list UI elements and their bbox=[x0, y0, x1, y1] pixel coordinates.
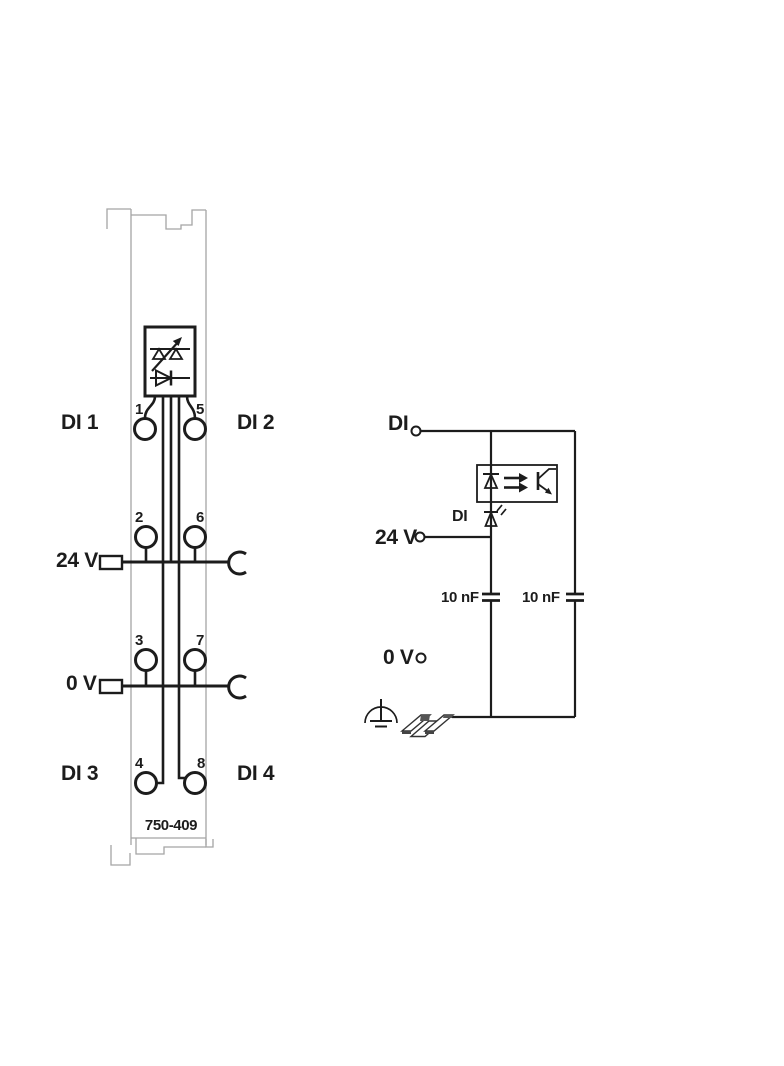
female-jumper-contact-icon bbox=[227, 674, 247, 700]
male-jumper-contact-icon bbox=[98, 554, 124, 571]
terminal-number-5: 5 bbox=[195, 401, 205, 418]
supply-label-24v: 24 V bbox=[56, 549, 98, 572]
schematic-ground-label: 0 V bbox=[383, 646, 414, 669]
terminal-contact-4 bbox=[134, 771, 158, 795]
terminal-number-6: 6 bbox=[195, 509, 205, 526]
power-rail-0v bbox=[98, 671, 247, 700]
terminal-contact-2 bbox=[134, 525, 158, 549]
terminal-contact-3 bbox=[134, 648, 158, 672]
capacitor-right-value: 10 nF bbox=[522, 589, 560, 606]
schematic-wiring bbox=[410, 425, 577, 719]
supply-terminal-circle bbox=[414, 531, 426, 543]
terminal-contacts bbox=[133, 417, 207, 795]
terminal-number-3: 3 bbox=[134, 632, 144, 649]
terminal-number-2: 2 bbox=[134, 509, 144, 526]
ground-terminal-circle bbox=[415, 652, 427, 664]
din-rail-icon bbox=[400, 714, 455, 738]
female-jumper-contact-icon bbox=[227, 550, 247, 576]
terminal-number-8: 8 bbox=[196, 755, 206, 772]
channel-label-di3: DI 3 bbox=[61, 762, 99, 785]
terminal-contact-7 bbox=[183, 648, 207, 672]
terminal-contact-8 bbox=[183, 771, 207, 795]
schematic-supply-label: 24 V bbox=[375, 526, 417, 549]
status-led-block-icon bbox=[143, 325, 197, 398]
channel-label-di1: DI 1 bbox=[61, 411, 99, 434]
terminal-number-4: 4 bbox=[134, 755, 144, 772]
functional-earth-icon bbox=[364, 699, 398, 728]
capacitor-right-icon bbox=[566, 592, 584, 602]
capacitor-left-value: 10 nF bbox=[441, 589, 479, 606]
schematic-input-label: DI bbox=[388, 412, 409, 435]
terminal-number-1: 1 bbox=[134, 401, 144, 418]
terminal-number-7: 7 bbox=[195, 632, 205, 649]
part-number: 750-409 bbox=[144, 817, 198, 834]
led-icon bbox=[484, 504, 507, 527]
terminal-contact-5 bbox=[183, 417, 207, 441]
capacitor-left-icon bbox=[482, 592, 500, 602]
module-housing-outline bbox=[106, 208, 214, 866]
di-terminal-circle bbox=[410, 425, 422, 437]
terminal-contact-6 bbox=[183, 525, 207, 549]
power-rail-24v bbox=[98, 548, 247, 576]
channel-label-di4: DI 4 bbox=[237, 762, 275, 785]
optocoupler-icon bbox=[476, 464, 558, 503]
terminal-contact-1 bbox=[133, 417, 157, 441]
schematic-led-label: DI bbox=[452, 508, 468, 525]
male-jumper-contact-icon bbox=[98, 678, 124, 695]
internal-traces bbox=[143, 395, 197, 785]
ground-label-0v: 0 V bbox=[66, 672, 97, 695]
channel-label-di2: DI 2 bbox=[237, 411, 275, 434]
